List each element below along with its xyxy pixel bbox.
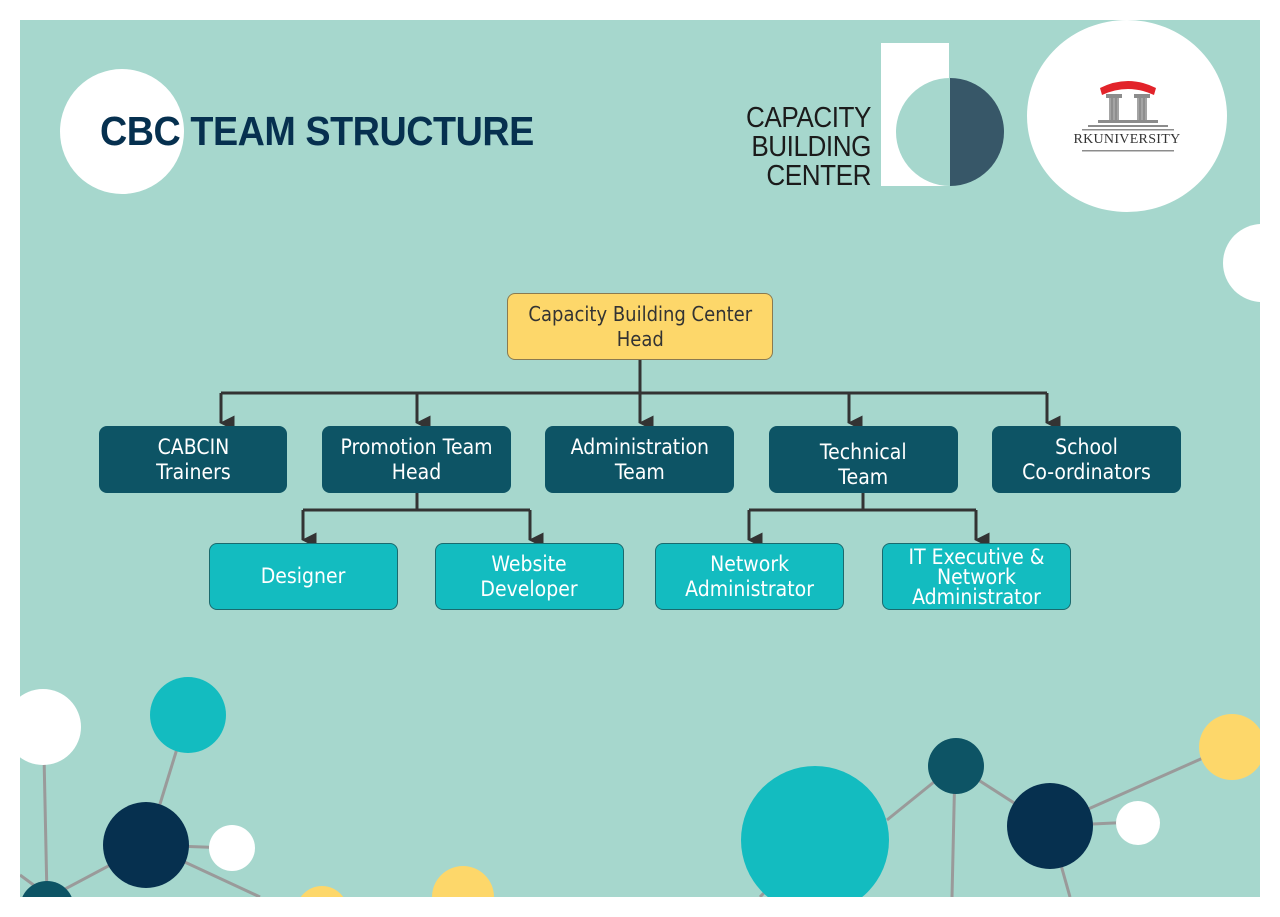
org-node-label: Administration Team — [570, 434, 709, 484]
rku-logo-circle — [1027, 20, 1227, 212]
org-node-website-developer[interactable]: Website Developer — [435, 543, 624, 610]
org-node-promotion-team-head[interactable]: Promotion Team Head — [322, 426, 511, 493]
cbc-logo-line: BUILDING — [751, 131, 871, 163]
page-title: CBC TEAM STRUCTURE — [100, 108, 534, 154]
cbc-logo-line: CAPACITY — [745, 102, 871, 134]
org-node-label: School Co-ordinators — [1022, 434, 1151, 484]
deco-circle-white — [209, 825, 255, 871]
decorative-network — [20, 677, 1260, 897]
org-node-it-executive-network-administrator[interactable]: IT Executive & Network Administrator — [882, 543, 1071, 610]
org-node-school-coordinators[interactable]: School Co-ordinators — [992, 426, 1181, 493]
org-node-technical-team[interactable]: Technical Team — [769, 426, 958, 493]
org-node-administration-team[interactable]: Administration Team — [545, 426, 734, 493]
org-node-cabcin-trainers[interactable]: CABCIN Trainers — [99, 426, 287, 493]
cbc-logo-text: CAPACITY BUILDING CENTER — [731, 104, 871, 191]
cbc-logo-line: CENTER — [766, 160, 871, 192]
deco-circle-yellow — [432, 866, 494, 897]
pillars-arch-logo-icon — [1082, 81, 1174, 152]
org-node-label: IT Executive & Network Administrator — [908, 544, 1045, 609]
deco-circle-dark-teal — [928, 738, 984, 794]
title-circle-decoration — [60, 69, 184, 194]
org-node-network-administrator[interactable]: Network Administrator — [655, 543, 844, 610]
org-node-cbc-head[interactable]: Capacity Building Center Head — [507, 293, 773, 360]
deco-circle-navy — [1007, 783, 1093, 869]
deco-circle-yellow — [300, 886, 344, 897]
org-node-label: CABCIN Trainers — [155, 434, 231, 484]
deco-circle-teal-large — [741, 766, 889, 897]
org-node-label: Capacity Building Center Head — [528, 301, 752, 351]
rku-logo-text: RKUNIVERSITY — [1073, 132, 1181, 147]
org-node-label: Network Administrator — [685, 551, 814, 601]
org-node-label: Website Developer — [480, 551, 579, 601]
deco-circle-navy — [103, 802, 189, 888]
deco-circle-white — [1116, 801, 1160, 845]
org-node-label: Promotion Team Head — [340, 434, 493, 484]
deco-circle-yellow — [1199, 714, 1260, 780]
deco-circle-dark-teal — [22, 881, 72, 897]
deco-circle-teal — [150, 677, 226, 753]
poster-panel: CBC TEAM STRUCTURE CAPACITY BUILDING CEN… — [20, 20, 1260, 897]
org-node-label: Technical Team — [820, 439, 907, 489]
deco-circle-white — [20, 689, 81, 765]
org-node-label: Designer — [261, 564, 346, 588]
org-node-designer[interactable]: Designer — [209, 543, 398, 610]
